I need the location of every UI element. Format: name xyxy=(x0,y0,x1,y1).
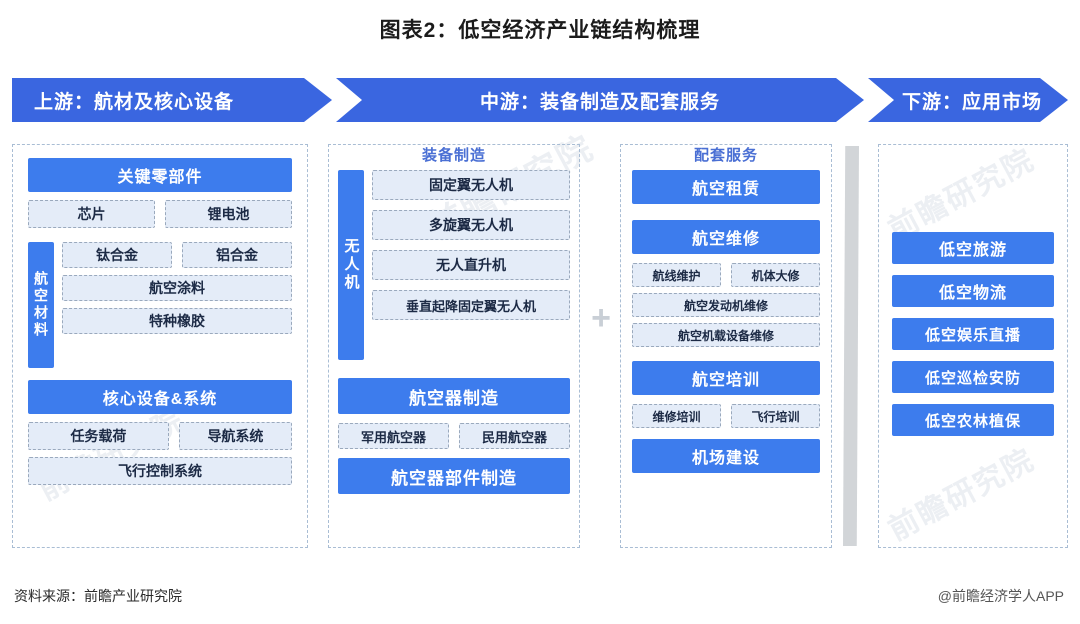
downstream-content: 低空旅游 低空物流 低空娱乐直播 低空巡检安防 低空农林植保 xyxy=(878,144,1068,548)
band-label-midstream: 中游：装备制造及配套服务 xyxy=(479,91,720,113)
equipment-section-title: 装备制造 xyxy=(421,147,486,164)
upstream-item-special-rubber[interactable]: 特种橡胶 xyxy=(62,308,292,334)
downstream-item-low-altitude-tourism[interactable]: 低空旅游 xyxy=(892,232,1054,264)
services-item-engine-maintenance[interactable]: 航空发动机维修 xyxy=(632,293,820,317)
services-group-airport-header[interactable]: 机场建设 xyxy=(632,439,820,473)
equipment-item-civil-aircraft[interactable]: 民用航空器 xyxy=(459,423,570,449)
upstream-group-core-equipment-header[interactable]: 核心设备&系统 xyxy=(28,380,292,414)
upstream-item-battery[interactable]: 锂电池 xyxy=(165,200,292,228)
upstream-group-materials-header[interactable]: 航空材料 xyxy=(28,242,54,368)
credit-note: @前瞻经济学人APP xyxy=(937,588,1064,604)
upstream-item-flight-control-system[interactable]: 飞行控制系统 xyxy=(28,457,292,485)
equipment-group-parts-header[interactable]: 航空器部件制造 xyxy=(338,458,570,494)
services-item-flight-training[interactable]: 飞行培训 xyxy=(731,404,820,428)
services-item-avionics-maintenance[interactable]: 航空机载设备维修 xyxy=(632,323,820,347)
services-group-training-header[interactable]: 航空培训 xyxy=(632,361,820,395)
services-content: 航空租赁 航空维修 航线维护 机体大修 航空发动机维修 航空机载设备维修 航空培… xyxy=(620,144,832,548)
stage-divider xyxy=(843,146,859,546)
equipment-item-military-aircraft[interactable]: 军用航空器 xyxy=(338,423,449,449)
services-group-leasing-header[interactable]: 航空租赁 xyxy=(632,170,820,204)
source-note: 资料来源：前瞻产业研究院 xyxy=(14,588,182,604)
equipment-content: 无人机 固定翼无人机 多旋翼无人机 无人直升机 垂直起降固定翼无人机 航空器制造… xyxy=(328,144,580,548)
band-label-upstream: 上游：航材及核心设备 xyxy=(34,91,235,113)
downstream-item-low-altitude-entertainment-livestream[interactable]: 低空娱乐直播 xyxy=(892,318,1054,350)
upstream-item-aluminum-alloy[interactable]: 铝合金 xyxy=(182,242,292,268)
upstream-item-navigation-system[interactable]: 导航系统 xyxy=(178,422,292,450)
services-group-maintenance-header[interactable]: 航空维修 xyxy=(632,220,820,254)
downstream-item-low-altitude-agriculture-forestry[interactable]: 低空农林植保 xyxy=(892,404,1054,436)
downstream-item-low-altitude-logistics[interactable]: 低空物流 xyxy=(892,275,1054,307)
services-item-maintenance-training[interactable]: 维修培训 xyxy=(632,404,721,428)
equipment-item-fixed-wing-uav[interactable]: 固定翼无人机 xyxy=(372,170,570,200)
band-segment-midstream[interactable]: 中游：装备制造及配套服务 xyxy=(336,78,864,122)
upstream-panel xyxy=(12,144,308,548)
page-title: 图表2：低空经济产业链结构梳理 xyxy=(379,19,701,42)
equipment-item-multirotor-uav[interactable]: 多旋翼无人机 xyxy=(372,210,570,240)
services-item-airframe-overhaul[interactable]: 机体大修 xyxy=(731,263,820,287)
upstream-item-titanium-alloy[interactable]: 钛合金 xyxy=(62,242,172,268)
upstream-group-key-parts-header[interactable]: 关键零部件 xyxy=(28,158,292,192)
equipment-group-aircraft-header[interactable]: 航空器制造 xyxy=(338,378,570,414)
equipment-item-vtol-fixed-wing-uav[interactable]: 垂直起降固定翼无人机 xyxy=(372,290,570,320)
band-label-downstream: 下游：应用市场 xyxy=(902,91,1043,113)
downstream-item-low-altitude-inspection-security[interactable]: 低空巡检安防 xyxy=(892,361,1054,393)
upstream-content: 关键零部件 芯片 锂电池 航空材料 钛合金 铝合金 航空涂料 特种橡胶 核心设备… xyxy=(12,144,308,548)
upstream-item-mission-payload[interactable]: 任务载荷 xyxy=(28,422,169,450)
downstream-panel xyxy=(878,144,1068,548)
upstream-item-chip[interactable]: 芯片 xyxy=(28,200,155,228)
plus-connector-icon: + xyxy=(591,299,611,337)
services-panel xyxy=(620,144,832,548)
value-chain-band: 上游：航材及核心设备 中游：装备制造及配套服务 下游：应用市场 xyxy=(12,78,1068,122)
equipment-panel xyxy=(328,144,580,548)
upstream-item-aviation-coating[interactable]: 航空涂料 xyxy=(62,275,292,301)
band-segment-downstream[interactable]: 下游：应用市场 xyxy=(868,78,1068,122)
equipment-item-unmanned-helicopter[interactable]: 无人直升机 xyxy=(372,250,570,280)
services-section-title: 配套服务 xyxy=(693,147,758,164)
services-item-line-maintenance[interactable]: 航线维护 xyxy=(632,263,721,287)
equipment-group-uav-header[interactable]: 无人机 xyxy=(338,170,364,360)
band-segment-upstream[interactable]: 上游：航材及核心设备 xyxy=(12,78,332,122)
